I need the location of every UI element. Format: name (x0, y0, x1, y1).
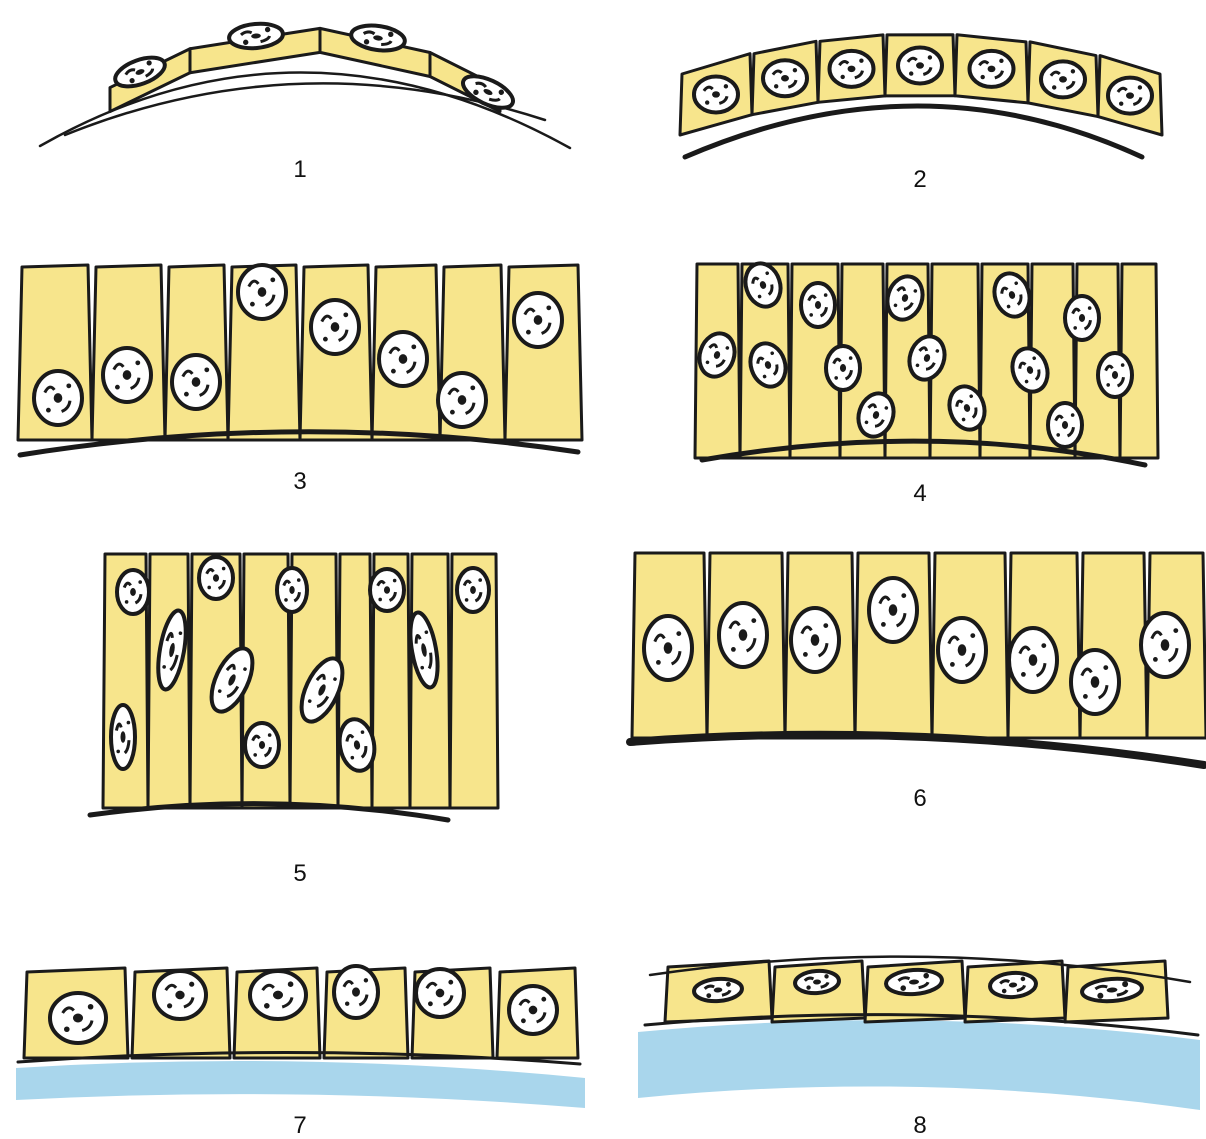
nucleus (1098, 353, 1132, 397)
nucleus (457, 568, 489, 612)
nucleus (826, 346, 860, 390)
nucleus (117, 570, 149, 614)
nucleus (416, 969, 464, 1017)
nucleus (311, 300, 359, 354)
nucleus (509, 986, 557, 1034)
panel-5-pseudostratified (90, 554, 498, 820)
nucleus (458, 70, 517, 115)
panel-2-cuboidal (680, 35, 1162, 157)
nucleus (172, 355, 220, 409)
nucleus (111, 705, 135, 769)
panel-8-label: 8 (913, 1114, 926, 1138)
nucleus (1041, 61, 1085, 97)
nucleus (250, 971, 306, 1019)
cell (505, 265, 582, 440)
panel-4-label: 4 (913, 482, 926, 506)
nucleus (103, 348, 151, 402)
panel-1-squamous (40, 22, 570, 148)
panel-6-label: 6 (913, 787, 926, 811)
nucleus (1108, 78, 1152, 114)
nucleus (694, 76, 738, 112)
nucleus (938, 618, 986, 682)
nucleus (1009, 628, 1057, 692)
nucleus (238, 265, 286, 319)
nucleus (334, 966, 378, 1018)
nucleus (1048, 403, 1082, 447)
nucleus (794, 969, 839, 994)
nucleus (1071, 650, 1119, 714)
connective-tissue (16, 1061, 585, 1108)
nucleus (34, 371, 82, 425)
nucleus (763, 60, 807, 96)
nucleus (869, 578, 917, 642)
nucleus (719, 603, 767, 667)
nucleus (438, 373, 486, 427)
panel-8-squamous (638, 957, 1200, 1110)
connective-tissue (638, 1020, 1200, 1110)
nucleus (154, 971, 206, 1019)
nucleus (970, 51, 1014, 87)
nucleus (277, 568, 307, 612)
cell (165, 265, 228, 440)
panel-6-columnar (630, 553, 1206, 765)
panel-1-label: 1 (293, 158, 306, 182)
nucleus (1141, 613, 1189, 677)
panel-2-label: 2 (913, 168, 926, 192)
nucleus (801, 283, 835, 327)
nucleus (1065, 296, 1099, 340)
panel-3-label: 3 (293, 470, 306, 494)
nucleus (50, 993, 106, 1043)
nucleus (245, 723, 279, 767)
panel-7-label: 7 (293, 1114, 306, 1138)
nucleus (830, 51, 874, 87)
nucleus (370, 569, 404, 611)
nucleus (514, 293, 562, 347)
nucleus (644, 616, 692, 680)
panel-4-stratified (694, 259, 1158, 465)
nucleus (989, 971, 1037, 998)
nucleus (199, 557, 233, 599)
panel-7-cuboidal (16, 966, 585, 1108)
nucleus (898, 48, 942, 84)
panel-3-columnar (18, 265, 582, 455)
nucleus (379, 332, 427, 386)
nucleus (791, 608, 839, 672)
nucleus (693, 977, 742, 1002)
panel-5-label: 5 (293, 862, 306, 886)
